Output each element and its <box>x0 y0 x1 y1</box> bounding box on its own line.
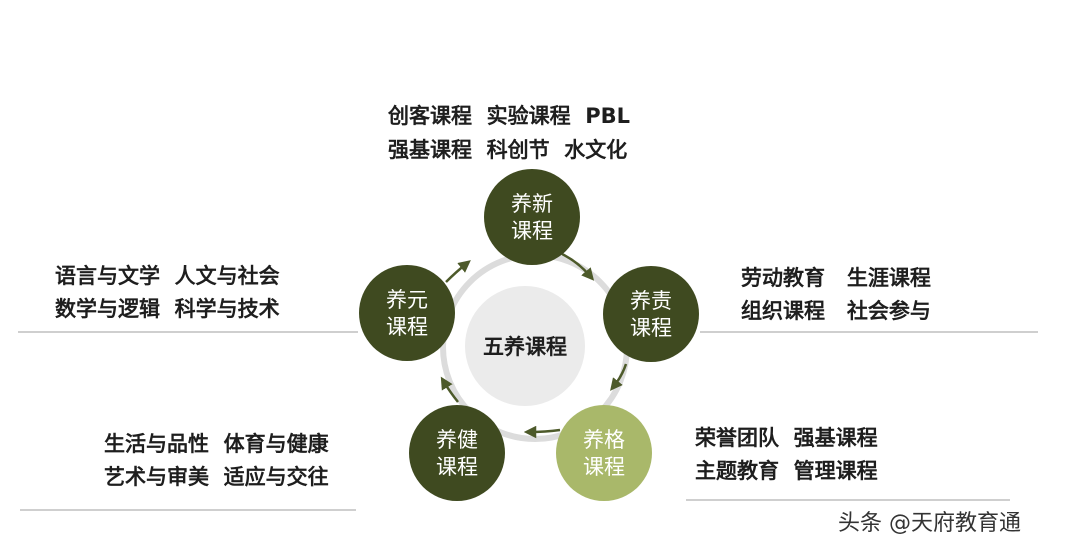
center-label: 五养课程 <box>483 335 567 359</box>
watermark-text: 头条 @天府教育通 <box>838 511 1021 536</box>
node-ge-circle <box>556 405 652 501</box>
arrow-ge-to-jian <box>523 425 561 439</box>
top-label-line2: 强基课程 科创节 水文化 <box>388 138 628 162</box>
bottom-left-label-line1: 生活与品性 体育与健康 <box>104 432 329 456</box>
node-ge-line1: 养格 <box>583 428 625 452</box>
node-xin-line1: 养新 <box>511 192 553 216</box>
center-circle <box>465 286 585 406</box>
node-jian-circle <box>409 405 505 501</box>
node-jian: 养健 课程 <box>409 405 505 501</box>
arrow-ze-to-ge <box>610 363 628 391</box>
node-yuan: 养元 课程 <box>359 265 455 361</box>
node-jian-line2: 课程 <box>436 455 478 479</box>
left-label-line1: 语言与文学 人文与社会 <box>55 264 280 288</box>
node-ze-line2: 课程 <box>630 316 672 340</box>
node-yuan-line1: 养元 <box>386 288 428 312</box>
node-yuan-line2: 课程 <box>386 315 428 339</box>
right-label-line2: 组织课程 社会参与 <box>741 299 931 323</box>
node-ge: 养格 课程 <box>556 405 652 501</box>
node-xin-line2: 课程 <box>511 219 553 243</box>
node-ge-line2: 课程 <box>583 455 625 479</box>
node-xin: 养新 课程 <box>484 169 580 265</box>
node-ze-line1: 养责 <box>630 289 672 313</box>
bottom-left-label-line2: 艺术与审美 适应与交往 <box>104 465 329 489</box>
bottom-right-label-line2: 主题教育 管理课程 <box>695 459 878 483</box>
node-ze-circle <box>603 266 699 362</box>
left-label-line2: 数学与逻辑 科学与技术 <box>55 297 280 321</box>
node-xin-circle <box>484 169 580 265</box>
node-yuan-circle <box>359 265 455 361</box>
node-ze: 养责 课程 <box>603 266 699 362</box>
node-jian-line1: 养健 <box>436 428 478 452</box>
arrow-yuan-to-xin <box>445 260 471 283</box>
arrow-xin-to-ze <box>561 252 595 281</box>
top-label-line1: 创客课程 实验课程 PBL <box>388 104 631 128</box>
arrow-jian-to-yuan <box>440 376 459 403</box>
bottom-right-label-line1: 荣誉团队 强基课程 <box>695 426 878 450</box>
right-label-line1: 劳动教育 生涯课程 <box>741 266 931 290</box>
